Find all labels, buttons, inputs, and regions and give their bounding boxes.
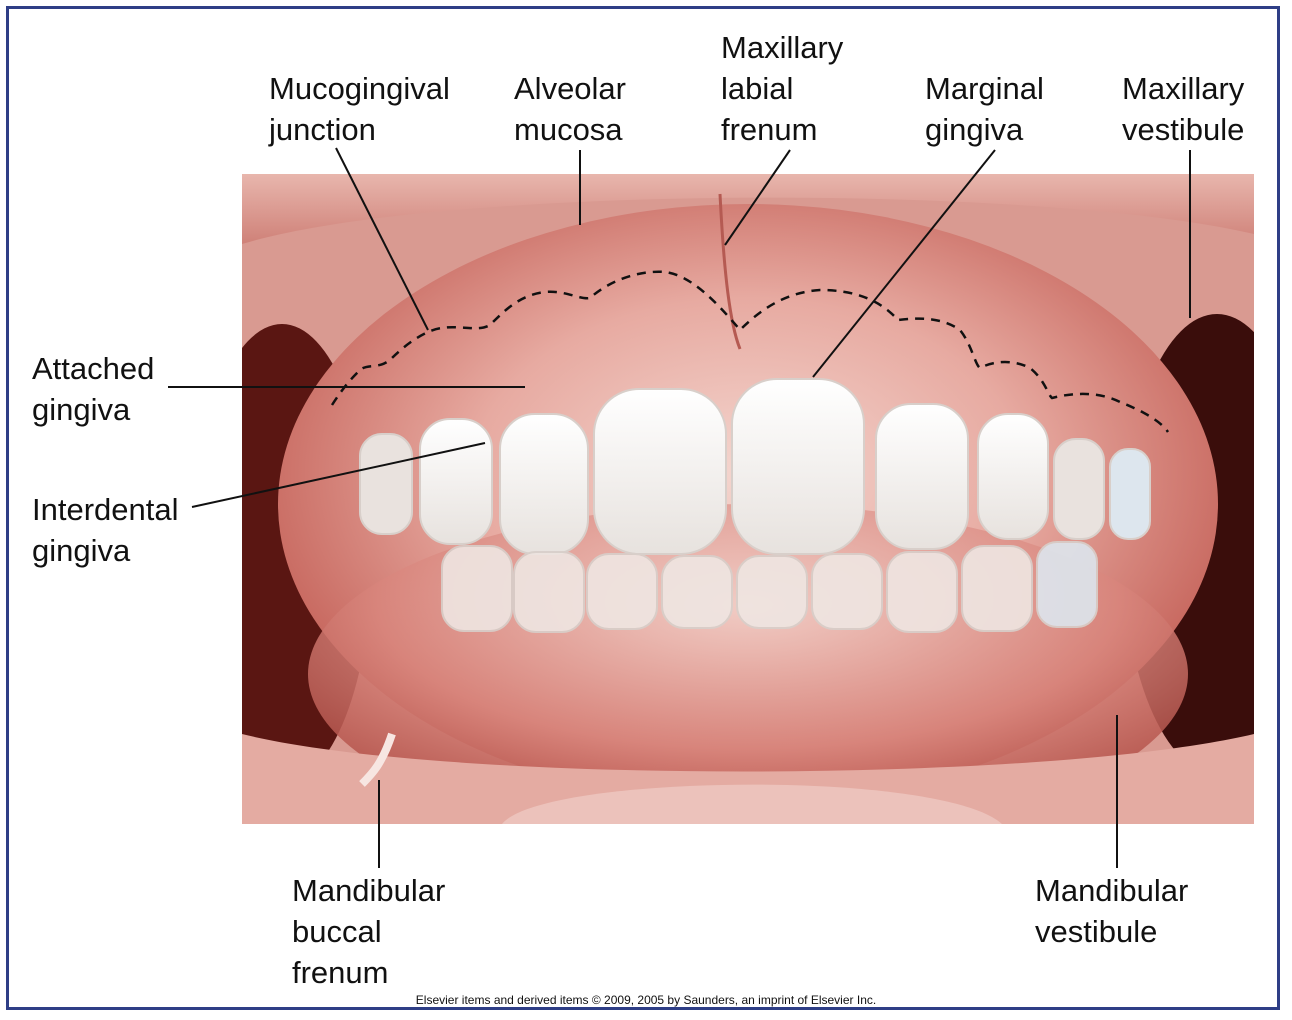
label-attached-gingiva: Attached gingiva: [32, 351, 155, 427]
label-mandibular-vestibule: Mandibular vestibule: [1035, 873, 1189, 949]
label-interdental-gingiva: Interdental gingiva: [32, 492, 179, 568]
label-maxillary-vestibule: Maxillary vestibule: [1122, 71, 1245, 147]
label-marginal-gingiva: Marginal gingiva: [925, 71, 1044, 147]
label-alveolar-mucosa: Alveolar mucosa: [514, 71, 626, 147]
copyright-credit: Elsevier items and derived items © 2009,…: [415, 993, 877, 1007]
label-maxillary-labial-frenum: Maxillary labial frenum: [721, 30, 844, 147]
label-mandibular-buccal-frenum: Mandibular buccal frenum: [292, 873, 446, 990]
label-mucogingival-junction: Mucogingival junction: [269, 71, 450, 147]
mouth-photo: [242, 174, 1254, 824]
